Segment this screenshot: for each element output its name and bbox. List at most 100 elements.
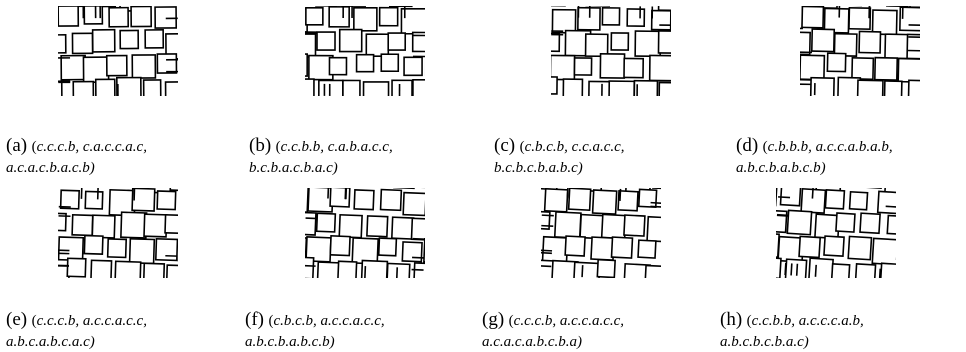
tile-edge (790, 263, 793, 276)
tile-square (353, 6, 378, 32)
tile-square (143, 213, 168, 238)
tile-square (379, 188, 403, 212)
tile-square (353, 189, 375, 211)
tile-square (830, 263, 851, 278)
tile-square (856, 79, 884, 96)
tile-square (342, 79, 361, 96)
tile-square (315, 212, 337, 233)
caption-sequence: c.b.c.b, c.c.a.c.c, (524, 139, 625, 155)
tile-square (365, 33, 390, 58)
tile-edge (541, 265, 552, 268)
tiling-image-c (551, 6, 671, 96)
tile-square (809, 76, 835, 96)
tile-edge (541, 249, 553, 252)
caption-sequence-cont: a.c.a.c.a.b.c.b.a) (482, 334, 582, 350)
caption-d: (d) (c.b.b.b, a.c.c.a.b.a.b, a.b.c.b.a.b… (736, 135, 893, 176)
caption-sequence: c.c.c.b, c.a.c.c.a.c, (36, 139, 147, 155)
caption-sequence-cont: a.c.a.c.b.a.c.b) (6, 160, 95, 176)
tile-square (387, 32, 407, 51)
tile-square (798, 235, 822, 259)
tile-square (108, 6, 130, 28)
tile-edge (878, 268, 882, 278)
tile-square (876, 190, 896, 215)
tile-square (338, 213, 363, 239)
tile-edge (541, 214, 554, 217)
tile-square (800, 78, 813, 96)
tile-square (156, 53, 178, 74)
caption-sequence-cont: a.b.c.b.a.b.c.b) (736, 160, 826, 176)
tile-square (626, 8, 646, 27)
tile-square (128, 237, 156, 265)
tile-square (848, 6, 872, 31)
tile-square (601, 6, 621, 26)
tile-edge (814, 264, 817, 277)
tiling-svg (58, 188, 178, 278)
tile-square (169, 188, 178, 192)
tile-square (608, 80, 636, 96)
tile-edge (619, 188, 622, 201)
tile-square (412, 78, 425, 96)
tile-square (131, 54, 157, 79)
tile-square (106, 238, 128, 259)
tile-square (776, 188, 778, 207)
tile-square (883, 80, 903, 96)
tile-square (131, 188, 156, 212)
tile-square (120, 211, 148, 239)
tile-edge (811, 188, 814, 199)
tiling-svg (305, 188, 425, 278)
tile-square (541, 235, 569, 263)
caption-label: (a) (6, 135, 28, 156)
tile-square (779, 188, 802, 207)
tiling-svg (305, 6, 425, 96)
tile-edge (885, 205, 896, 208)
tile-square (144, 29, 165, 49)
tile-square (165, 32, 178, 60)
tile-square (378, 6, 399, 27)
tile-square (906, 33, 920, 60)
tile-square (119, 29, 140, 50)
tile-edge (541, 224, 554, 228)
tiling-image-f (305, 188, 425, 278)
tile-square (328, 56, 348, 76)
tile-square (338, 28, 363, 53)
tile-edge (784, 263, 787, 276)
tile-square (657, 30, 671, 54)
tile-square (610, 32, 630, 51)
tile-square (83, 234, 104, 255)
tile-square (658, 81, 671, 96)
tile-square (610, 236, 634, 259)
tile-square (776, 256, 782, 278)
tile-square (579, 213, 606, 240)
tile-edge (795, 263, 799, 276)
tile-square (786, 209, 813, 236)
caption-sequence-cont: a.b.c.b.c.b.a.c) (720, 334, 809, 350)
tile-square (871, 237, 896, 266)
caption-sequence: c.b.c.b, a.c.c.a.c.c, (273, 313, 385, 329)
caption-f: (f) (c.b.c.b, a.c.c.a.c.c, a.b.c.b.a.b.c… (245, 309, 385, 350)
caption-sequence-cont: b.c.b.c.b.a.b.c) (494, 160, 583, 176)
tile-square (59, 189, 80, 210)
tile-square (573, 57, 593, 76)
tile-square (142, 79, 162, 96)
tile-square (648, 54, 671, 82)
tile-square (66, 257, 87, 278)
tile-square (553, 211, 582, 239)
caption-label: (b) (249, 135, 272, 156)
tile-square (879, 262, 896, 278)
tile-square (391, 79, 413, 96)
tile-square (305, 188, 310, 213)
tile-square (543, 188, 569, 213)
tiling-image-h (776, 188, 896, 278)
caption-sequence-cont: a.b.c.b.a.b.c.b) (245, 334, 335, 350)
tile-square (71, 32, 94, 55)
tiling-svg (551, 6, 671, 96)
tile-square (807, 257, 834, 278)
tile-square (584, 33, 609, 58)
tile-square (114, 260, 142, 278)
tile-square (91, 28, 116, 53)
caption-sequence-cont: b.c.b.a.c.b.a.c) (249, 160, 338, 176)
tile-square (800, 54, 826, 81)
caption-h: (h) (c.c.b.b, a.c.c.c.a.b, a.b.c.b.c.b.a… (720, 309, 864, 350)
tiling-svg (800, 6, 920, 96)
tile-square (596, 258, 616, 278)
